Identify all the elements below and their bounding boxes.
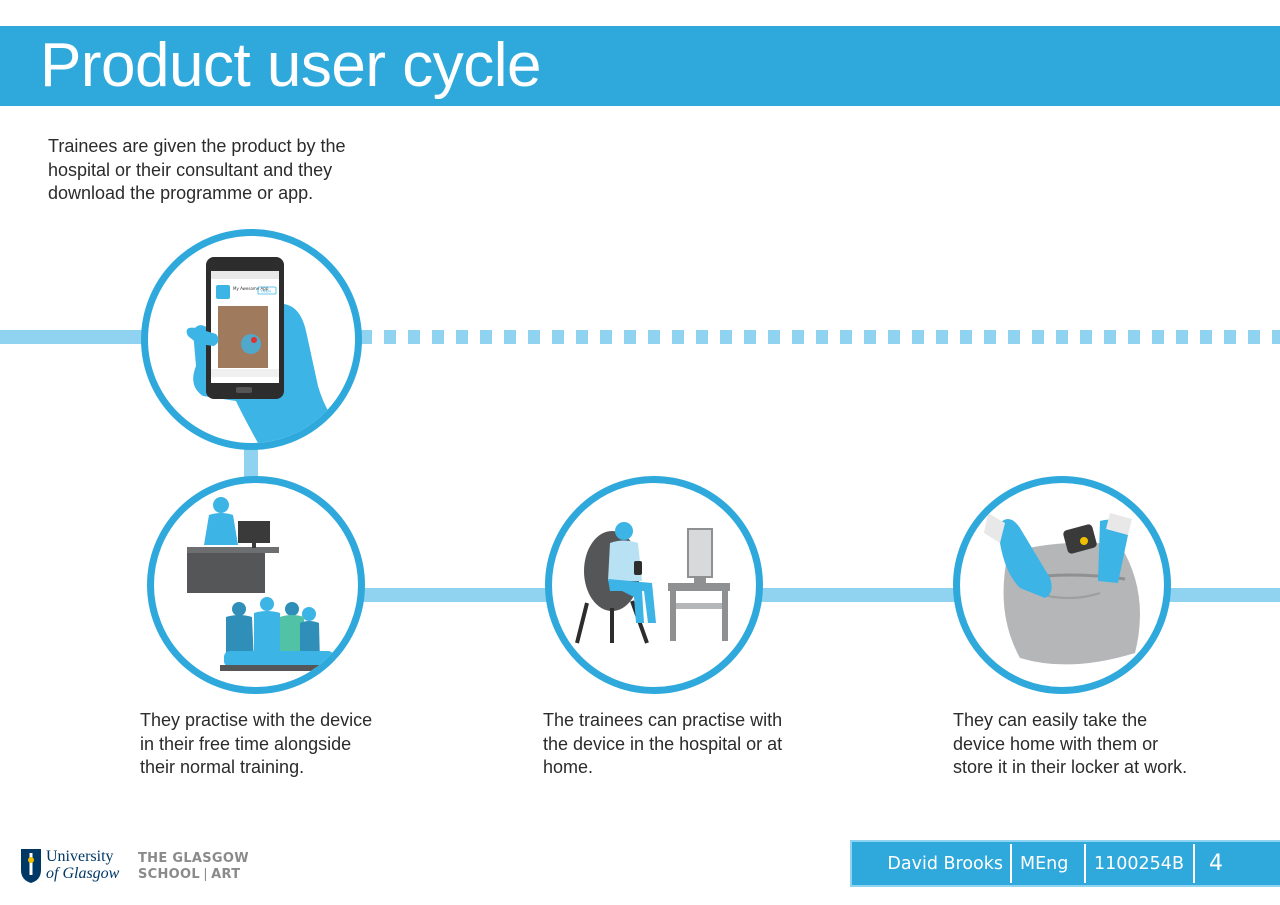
timeline-dash [1152, 330, 1164, 344]
timeline-dash [552, 330, 564, 344]
student-id: 1100254B [1086, 844, 1195, 883]
uofg-line1: University [46, 848, 114, 865]
timeline-dash [720, 330, 732, 344]
timeline-dash [624, 330, 636, 344]
timeline-dash [576, 330, 588, 344]
timeline-dash [1272, 330, 1280, 344]
glasgow-school-of-art-logo: THE GLASGOW SCHOOL❘ART [138, 851, 249, 883]
connector-2-3 [760, 588, 960, 602]
phone-open-button: OPEN [261, 290, 271, 294]
gsa-line2: SCHOOL❘ART [138, 867, 241, 882]
timeline-dash [408, 330, 420, 344]
surgical-team-icon [220, 597, 338, 671]
timeline-dash [360, 330, 372, 344]
uofg-line2: of Glasgow [46, 865, 120, 882]
step-take-home-circle [953, 476, 1171, 694]
clinician-desk-icon [187, 497, 279, 593]
timeline-solid-left [0, 330, 150, 344]
intro-caption: Trainees are given the product by the ho… [48, 136, 346, 203]
timeline-dash [768, 330, 780, 344]
timeline-dash [432, 330, 444, 344]
free-time-caption: They practise with the device in their f… [140, 710, 373, 777]
vertical-connector [244, 440, 258, 480]
connector-1-2 [360, 588, 550, 602]
timeline-dash [864, 330, 876, 344]
timeline-dash [1032, 330, 1044, 344]
gsa-line1: THE GLASGOW [138, 851, 249, 866]
timeline-dash [984, 330, 996, 344]
step-location-circle [545, 476, 763, 694]
bag-device-icon [984, 513, 1140, 665]
take-home-caption: They can easily take the device home wit… [953, 710, 1188, 777]
timeline-dash [648, 330, 660, 344]
timeline-dash [480, 330, 492, 344]
timeline-dash [1128, 330, 1140, 344]
title-bar [0, 26, 1280, 106]
timeline-dash [1176, 330, 1188, 344]
timeline-dash [1224, 330, 1236, 344]
timeline-dash [672, 330, 684, 344]
step-download-circle: My Awesome App OPEN [141, 229, 362, 450]
seated-trainee-icon [575, 522, 730, 644]
smartphone-hand-icon: My Awesome App OPEN [186, 257, 355, 443]
location-caption: The trainees can practise with the devic… [543, 710, 783, 777]
timeline-dash [384, 330, 396, 344]
timeline-dash [600, 330, 612, 344]
timeline-dash [1104, 330, 1116, 344]
timeline-dash [504, 330, 516, 344]
timeline-dash [912, 330, 924, 344]
page-title: Product user cycle [40, 31, 542, 100]
timeline-dash [888, 330, 900, 344]
timeline-dash [936, 330, 948, 344]
timeline-dash [1248, 330, 1260, 344]
timeline-dash [528, 330, 540, 344]
connector-3-out [1160, 588, 1280, 602]
timeline-dash [456, 330, 468, 344]
footer-info-box: David Brooks MEng 1100254B 4 [850, 840, 1280, 887]
timeline-dash [840, 330, 852, 344]
timeline-dash [960, 330, 972, 344]
page-number: 4 [1209, 851, 1223, 876]
university-of-glasgow-logo: University of Glasgow [46, 848, 119, 882]
author-name: David Brooks [852, 844, 1012, 883]
timeline-dash [1080, 330, 1092, 344]
course-label: MEng [1012, 844, 1086, 883]
timeline-dash [816, 330, 828, 344]
step-free-time-circle [147, 476, 365, 694]
university-crest-icon [21, 849, 41, 883]
timeline-dash [1008, 330, 1020, 344]
timeline-dash [696, 330, 708, 344]
phone-app-name: My Awesome App [233, 286, 269, 291]
timeline-dash [744, 330, 756, 344]
timeline-dash [1200, 330, 1212, 344]
timeline-dash [792, 330, 804, 344]
timeline-dash [1056, 330, 1068, 344]
